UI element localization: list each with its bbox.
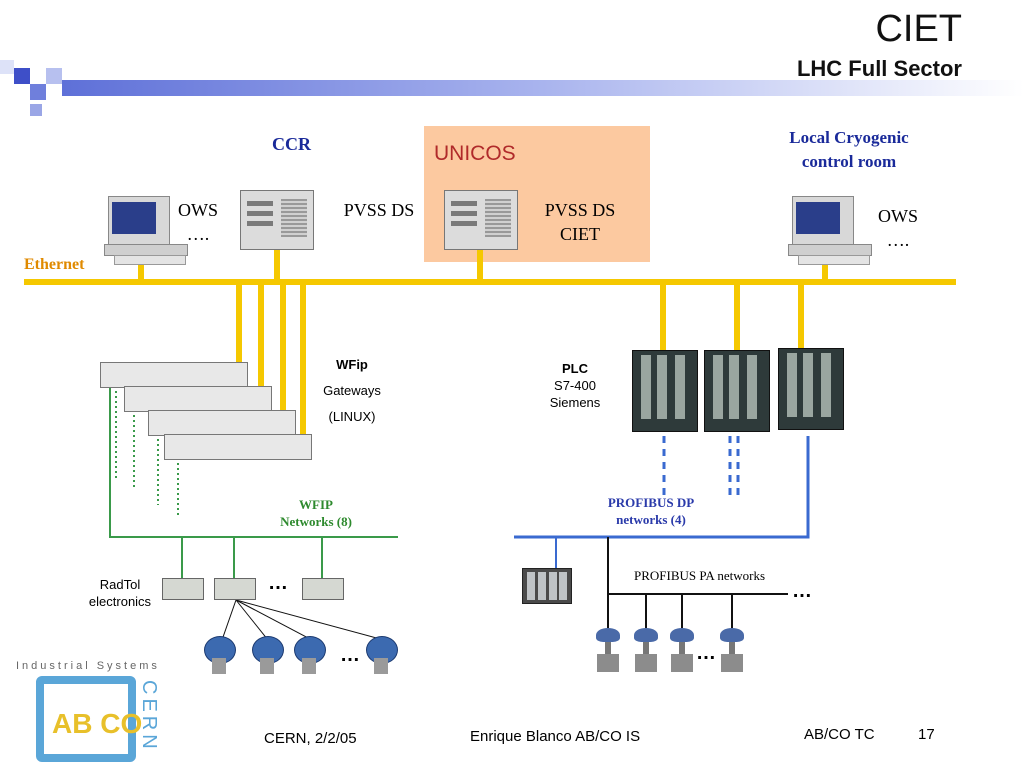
ethernet-drop-plc-1	[660, 284, 666, 354]
ethernet-drop-ows-right	[822, 262, 828, 282]
unicos-label: UNICOS	[434, 142, 516, 165]
valve-2	[632, 628, 660, 674]
valve-4	[718, 628, 746, 674]
ethernet-drop-ccr-server	[274, 248, 280, 282]
ccr-server	[240, 190, 314, 250]
ows-left-label: OWS….	[178, 200, 218, 244]
footer-author: Enrique Blanco AB/CO IS	[470, 728, 641, 745]
profibus-pa-label: PROFIBUS PA networks	[634, 568, 766, 583]
ethernet-drop-plc-2	[734, 284, 740, 354]
profibus-io-module	[522, 568, 572, 604]
header-bar	[62, 80, 1024, 96]
ethernet-drop-gateway-4	[300, 284, 306, 438]
field-device-3	[292, 636, 326, 676]
footer-date: CERN, 2/2/05	[264, 730, 357, 747]
ethernet-drop-plc-3	[798, 284, 804, 354]
field-device-1	[202, 636, 236, 676]
field-device-ellipsis: …	[340, 644, 360, 666]
radtol-module-1	[162, 578, 204, 600]
ethernet-drop-gateway-3	[280, 284, 286, 414]
page-title: CIET	[875, 8, 962, 50]
valve-1	[594, 628, 622, 674]
pvss-ds-label: PVSS DS	[343, 200, 415, 220]
ethernet-drop-ows-left	[138, 262, 144, 282]
header-decoration	[0, 60, 100, 130]
ethernet-label: Ethernet	[24, 256, 85, 273]
ows-workstation-left	[104, 196, 188, 265]
ows-right-label: OWS….	[878, 206, 918, 250]
plc-2	[704, 350, 770, 432]
wfip-network-line	[109, 386, 398, 538]
footer-page-number: 17	[918, 726, 935, 743]
unicos-server	[444, 190, 518, 250]
ethernet-drop-gateway-2	[258, 284, 264, 390]
profibus-pa-ellipsis: …	[792, 580, 812, 602]
ethernet-bus	[24, 279, 956, 285]
profibus-dp-line	[514, 436, 810, 539]
radtol-module-2	[214, 578, 256, 600]
footer-group: AB/CO TC	[804, 726, 875, 743]
valve-ellipsis: …	[696, 642, 716, 664]
ethernet-drop-gateway-1	[236, 284, 242, 366]
radtol-ellipsis: …	[268, 572, 288, 594]
page-subtitle: LHC Full Sector	[796, 56, 962, 81]
ccr-label: CCR	[272, 134, 311, 154]
ab-co-cern-logo: Industrial Systems AB CO CERN	[12, 660, 180, 768]
valve-3	[668, 628, 696, 674]
wfip-gateway-server-2	[124, 386, 272, 412]
ows-workstation-right	[788, 196, 872, 265]
field-device-2	[250, 636, 284, 676]
wfip-gateway-server-1	[100, 362, 248, 388]
plc-3	[778, 348, 844, 430]
field-device-4	[364, 636, 398, 676]
wfip-gateway-server-3	[148, 410, 296, 436]
radtol-module-3	[302, 578, 344, 600]
plc-1	[632, 350, 698, 432]
ethernet-drop-unicos-server	[477, 248, 483, 282]
wfip-gateway-server-4	[164, 434, 312, 460]
